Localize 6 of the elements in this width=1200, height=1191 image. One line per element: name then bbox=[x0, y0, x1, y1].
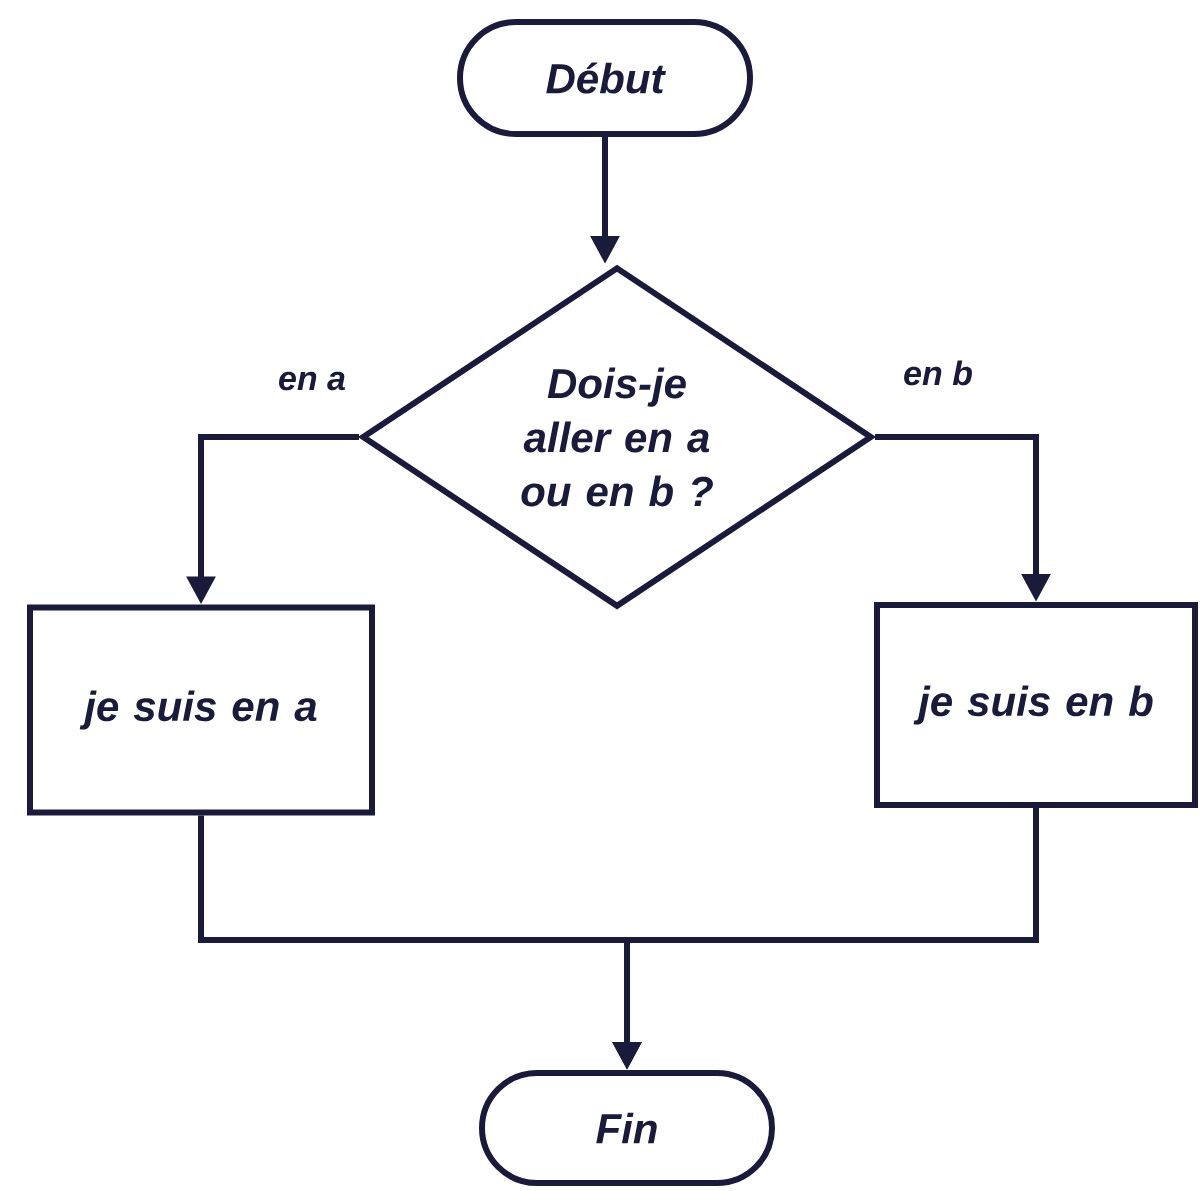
process-box: je suis en a bbox=[27, 604, 375, 816]
edge-label: en a bbox=[279, 371, 345, 391]
terminal-box: Début bbox=[457, 19, 753, 137]
terminal-box: Fin bbox=[479, 1070, 775, 1186]
edge-label: en b bbox=[904, 360, 972, 386]
process-box: je suis en b bbox=[874, 602, 1198, 808]
